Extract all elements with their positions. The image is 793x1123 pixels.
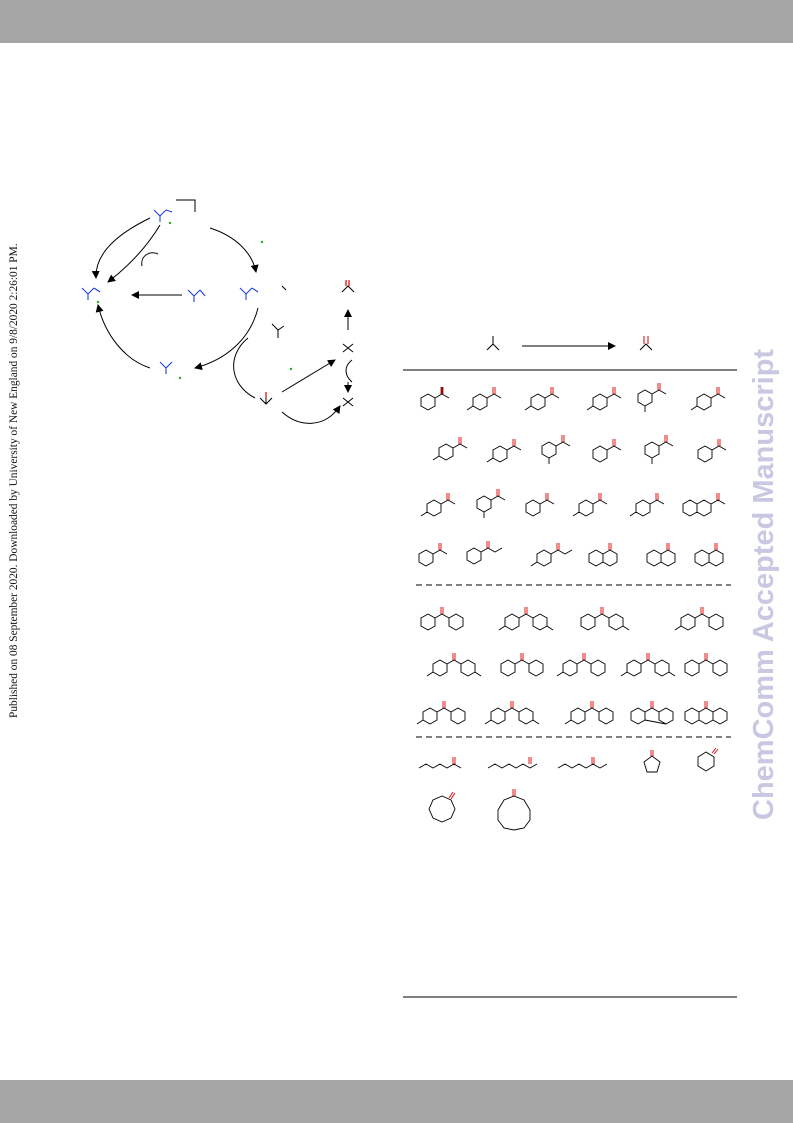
cycle-species bbox=[81, 209, 355, 407]
substrate-table-rules bbox=[403, 369, 737, 998]
reaction-equation bbox=[486, 336, 653, 351]
top-header-band bbox=[0, 0, 793, 43]
diaryl-ketone-substrates bbox=[416, 607, 728, 725]
aryl-methyl-ketone-substrates bbox=[418, 383, 727, 567]
bottom-footer-band bbox=[0, 1080, 793, 1123]
catalytic-cycle bbox=[91, 199, 353, 424]
aliphatic-ketone-substrates bbox=[418, 747, 719, 831]
